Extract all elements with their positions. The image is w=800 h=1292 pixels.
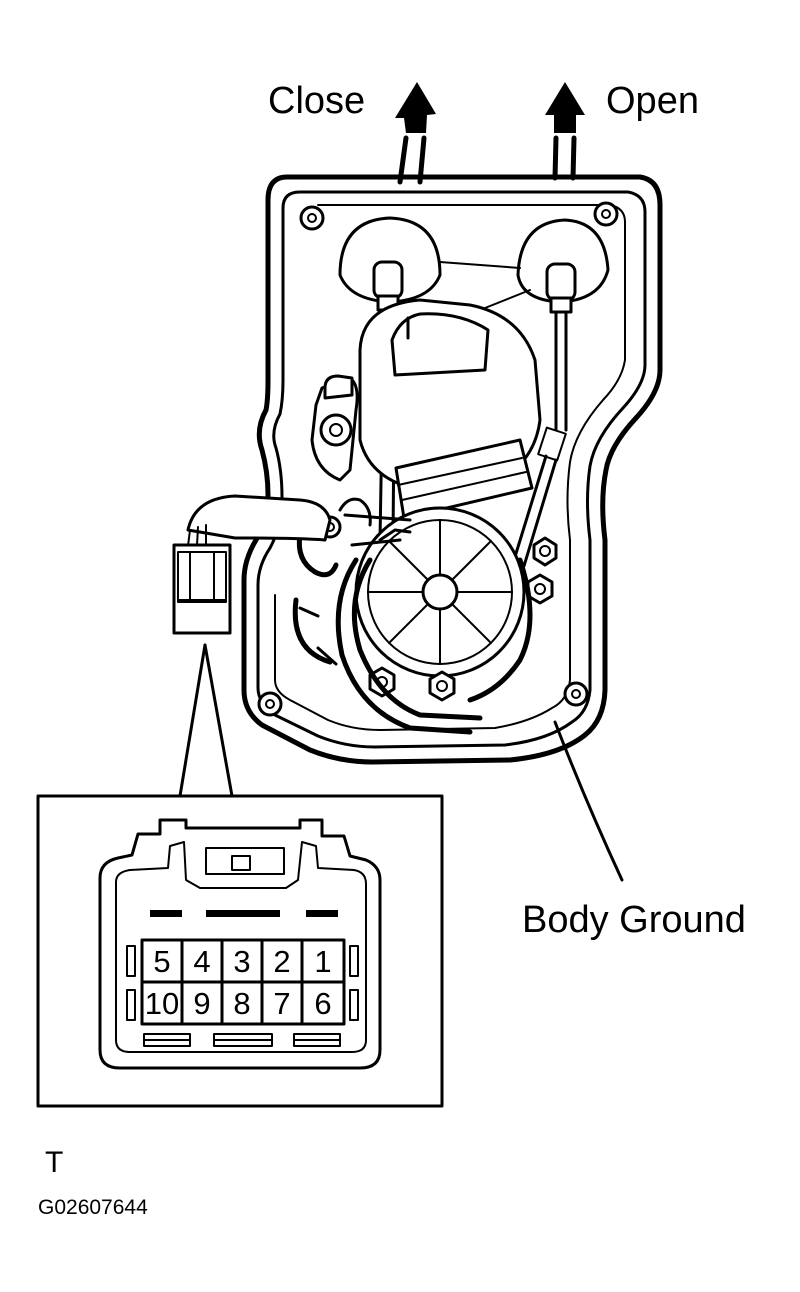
left-bracket (310, 374, 359, 482)
left-cable-guide (338, 216, 442, 312)
close-label: Close (268, 80, 365, 122)
motor-body (358, 298, 542, 520)
open-arrow-icon (545, 82, 585, 133)
gear-wheel (354, 506, 526, 678)
connector-front-view: 5 4 3 2 1 10 9 8 7 6 (36, 794, 444, 1108)
mounting-hole-br (563, 681, 589, 707)
mounting-hole-tl (299, 205, 325, 231)
close-arrow-icon (395, 82, 436, 133)
open-cable (552, 135, 577, 181)
pin-4: 4 (193, 944, 210, 979)
zoom-callout (178, 643, 234, 798)
pin-5: 5 (153, 944, 170, 979)
motor-connector (172, 494, 332, 635)
pin-10: 10 (145, 986, 179, 1021)
pin-7: 7 (273, 986, 290, 1021)
open-label: Open (606, 80, 699, 122)
pin-1: 1 (314, 944, 331, 979)
bolt-lower-right (526, 573, 554, 605)
body-ground-label: Body Ground (522, 899, 746, 941)
pin-2: 2 (273, 944, 290, 979)
figure-code: G02607644 (38, 1196, 148, 1219)
bolt-lower-mid (428, 670, 456, 702)
pin-8: 8 (233, 986, 250, 1021)
mounting-hole-bl (257, 691, 283, 717)
motor-housing (241, 174, 663, 765)
mounting-hole-tr (593, 201, 619, 227)
body-ground-leader (553, 720, 624, 882)
right-cable-guide (516, 218, 610, 314)
pin-3: 3 (233, 944, 250, 979)
bolt-upper-right (532, 536, 558, 567)
pin-9: 9 (193, 986, 210, 1021)
pin-6: 6 (314, 986, 331, 1021)
view-mark: T (45, 1146, 63, 1179)
wire-harness (292, 497, 533, 735)
